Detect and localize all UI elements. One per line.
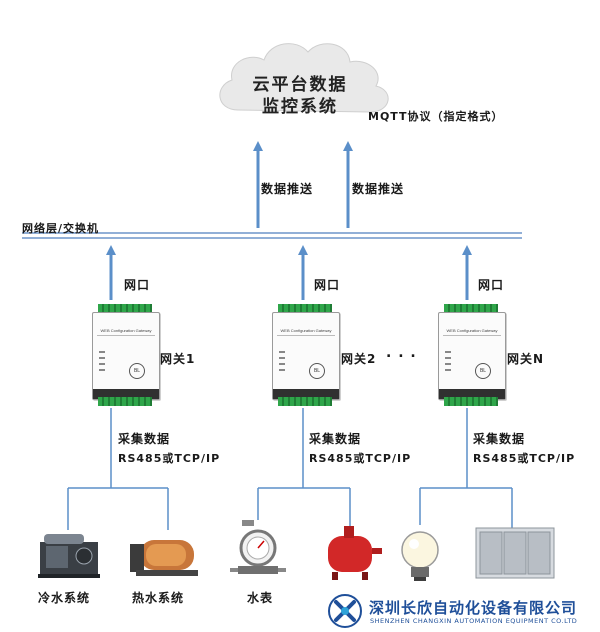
server-cabinet-icon [475,527,555,579]
light-bulb-icon [401,531,439,581]
cloud-title-line-1: 云平台数据 [252,75,348,95]
gateway-panel-text: WEB Configuration Gateway [100,328,152,333]
device-label-boiler: 热水系统 [132,591,185,605]
company-name-cn: 深圳长欣自动化设备有限公司 [369,599,578,617]
chiller-icon [38,534,100,578]
branch-gateway-1 [67,487,169,530]
push-label-left: 数据推送 [261,182,314,196]
collect-label-n: 采集数据 [473,432,526,446]
company-name-en: SHENZHEN CHANGXIN AUTOMATION EQUIPMENT C… [370,617,578,625]
port-label-2: 网口 [314,278,341,292]
port-band [273,389,339,399]
fire-tank-icon [328,526,382,580]
panel-divider [443,335,501,336]
brand-logo-icon: BL [309,363,325,379]
cloud-title-line-2: 监控系统 [262,97,338,117]
device-label-water-meter: 水表 [247,591,274,605]
gateway-2-label: 网关2 [341,352,377,366]
device-label-chiller: 冷水系统 [38,591,91,605]
gateway-panel-text: WEB Configuration Gateway [446,328,498,333]
protocol-label-2: RS485或TCP/IP [309,452,412,465]
network-layer-label: 网络层/交换机 [22,222,100,235]
gateway-enclosure: WEB Configuration Gateway BL [92,312,160,400]
gateway-n-label: 网关N [507,352,545,366]
port-label-n: 网口 [478,278,505,292]
status-led-icon [279,351,285,375]
terminal-block-icon [444,397,498,406]
protocol-label: MQTT协议（指定格式） [368,110,504,123]
status-led-icon [445,351,451,375]
collect-label-1: 采集数据 [118,432,171,446]
port-band [439,389,505,399]
water-meter-icon [230,520,286,574]
terminal-block-icon [98,304,152,313]
gateway-enclosure: WEB Configuration Gateway BL [272,312,340,400]
gateway-1-label: 网关1 [160,352,196,366]
company-logo-icon [328,594,362,628]
gateway-1-device: WEB Configuration Gateway BL [92,304,160,406]
panel-divider [277,335,335,336]
brand-logo-icon: BL [475,363,491,379]
gateway-panel-text: WEB Configuration Gateway [280,328,332,333]
protocol-label-1: RS485或TCP/IP [118,452,221,465]
protocol-label-n: RS485或TCP/IP [473,452,576,465]
port-band [93,389,159,399]
gateway-enclosure: WEB Configuration Gateway BL [438,312,506,400]
gateway-2-device: WEB Configuration Gateway BL [272,304,340,406]
collect-label-2: 采集数据 [309,432,362,446]
brand-logo-icon: BL [129,363,145,379]
branch-gateway-n [419,487,513,528]
terminal-block-icon [98,397,152,406]
terminal-block-icon [278,304,332,313]
terminal-block-icon [444,304,498,313]
push-label-right: 数据推送 [352,182,405,196]
gateway-n-device: WEB Configuration Gateway BL [438,304,506,406]
panel-divider [97,335,155,336]
port-label-1: 网口 [124,278,151,292]
branch-gateway-2 [257,487,351,530]
boiler-icon [130,540,198,576]
status-led-icon [99,351,105,375]
cloud-icon [219,43,389,113]
terminal-block-icon [278,397,332,406]
ellipsis: . . . [386,345,417,361]
